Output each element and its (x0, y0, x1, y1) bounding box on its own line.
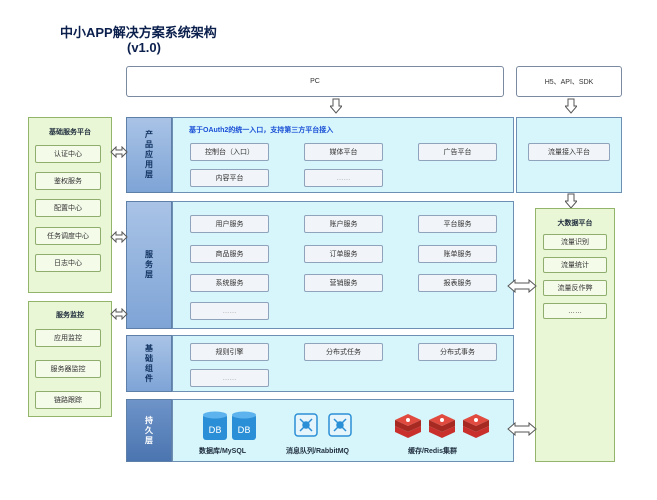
service-item-report: 报表服务 (418, 274, 497, 292)
side-item-authz: 鉴权服务 (35, 172, 101, 190)
double-arrow-icon (507, 279, 537, 293)
service-item-marketing: 营销服务 (304, 274, 383, 292)
service-item-order: 订单服务 (304, 245, 383, 263)
client-pc-label: PC (310, 78, 320, 85)
big-data-title: 大数据平台 (557, 220, 593, 227)
monitor-item-trace: 链路跟踪 (35, 391, 101, 409)
product-layer-note: 基于OAuth2的统一入口，支持第三方平台接入 (189, 127, 334, 134)
redis-icon (393, 410, 493, 445)
side-item-config: 配置中心 (35, 199, 101, 217)
product-item-ads: 广告平台 (418, 143, 497, 161)
persistence-layer-label: 持久层 (126, 399, 172, 462)
arrow-down-icon (330, 98, 342, 114)
service-item-product: 商品服务 (190, 245, 269, 263)
product-item-media: 媒体平台 (304, 143, 383, 161)
client-h5-label: H5、API、SDK (544, 78, 594, 86)
service-item-more: …… (190, 302, 269, 320)
component-rule-engine: 规则引擎 (190, 343, 269, 361)
component-distributed-tx: 分布式事务 (418, 343, 497, 361)
client-h5-box: H5、API、SDK (516, 66, 622, 97)
bigdata-item-antifraud: 流量反作弊 (543, 280, 607, 296)
monitoring-title: 服务监控 (56, 312, 84, 319)
client-pc-box: PC (126, 66, 504, 97)
product-item-console: 控制台（入口） (190, 143, 269, 161)
arrow-down-icon (565, 193, 577, 209)
component-distributed-task: 分布式任务 (304, 343, 383, 361)
double-arrow-icon (110, 308, 128, 320)
service-item-bill: 账单服务 (418, 245, 497, 263)
side-item-scheduler: 任务调度中心 (35, 227, 101, 245)
big-data-panel: 大数据平台 (535, 208, 615, 462)
persistence-layer (172, 399, 514, 462)
component-more: …… (190, 369, 269, 387)
monitor-item-app: 应用监控 (35, 329, 101, 347)
product-layer-label: 产品应用层 (126, 117, 172, 193)
product-item-content: 内容平台 (190, 169, 269, 187)
base-component-label: 基础组件 (126, 335, 172, 392)
service-item-platform: 平台服务 (418, 215, 497, 233)
message-queue-icon (293, 412, 355, 443)
side-item-log: 日志中心 (35, 254, 101, 272)
service-item-user: 用户服务 (190, 215, 269, 233)
message-queue-label: 消息队列/RabbitMQ (286, 448, 349, 455)
side-item-auth-center: 认证中心 (35, 145, 101, 163)
double-arrow-icon (110, 231, 128, 243)
traffic-access-item: 流量接入平台 (528, 143, 610, 161)
database-icon: DB DB (202, 410, 258, 447)
product-item-more: …… (304, 169, 383, 187)
basic-platform-title: 基础服务平台 (49, 129, 91, 136)
diagram-title: 中小APP解决方案系统架构 (60, 25, 217, 40)
svg-text:DB: DB (237, 426, 250, 436)
service-layer-label: 服务层 (126, 201, 172, 329)
double-arrow-icon (507, 422, 537, 436)
arrow-down-icon (565, 98, 577, 114)
service-item-account: 账户服务 (304, 215, 383, 233)
service-item-system: 系统服务 (190, 274, 269, 292)
bigdata-item-identify: 流量识别 (543, 234, 607, 250)
svg-text:DB: DB (208, 426, 221, 436)
diagram-version: (v1.0) (127, 40, 161, 55)
bigdata-item-stats: 流量统计 (543, 257, 607, 273)
bigdata-item-more: …… (543, 303, 607, 319)
monitor-item-server: 服务器监控 (35, 360, 101, 378)
redis-label: 缓存/Redis集群 (408, 448, 458, 455)
double-arrow-icon (110, 146, 128, 158)
database-label: 数据库/MySQL (199, 448, 247, 455)
